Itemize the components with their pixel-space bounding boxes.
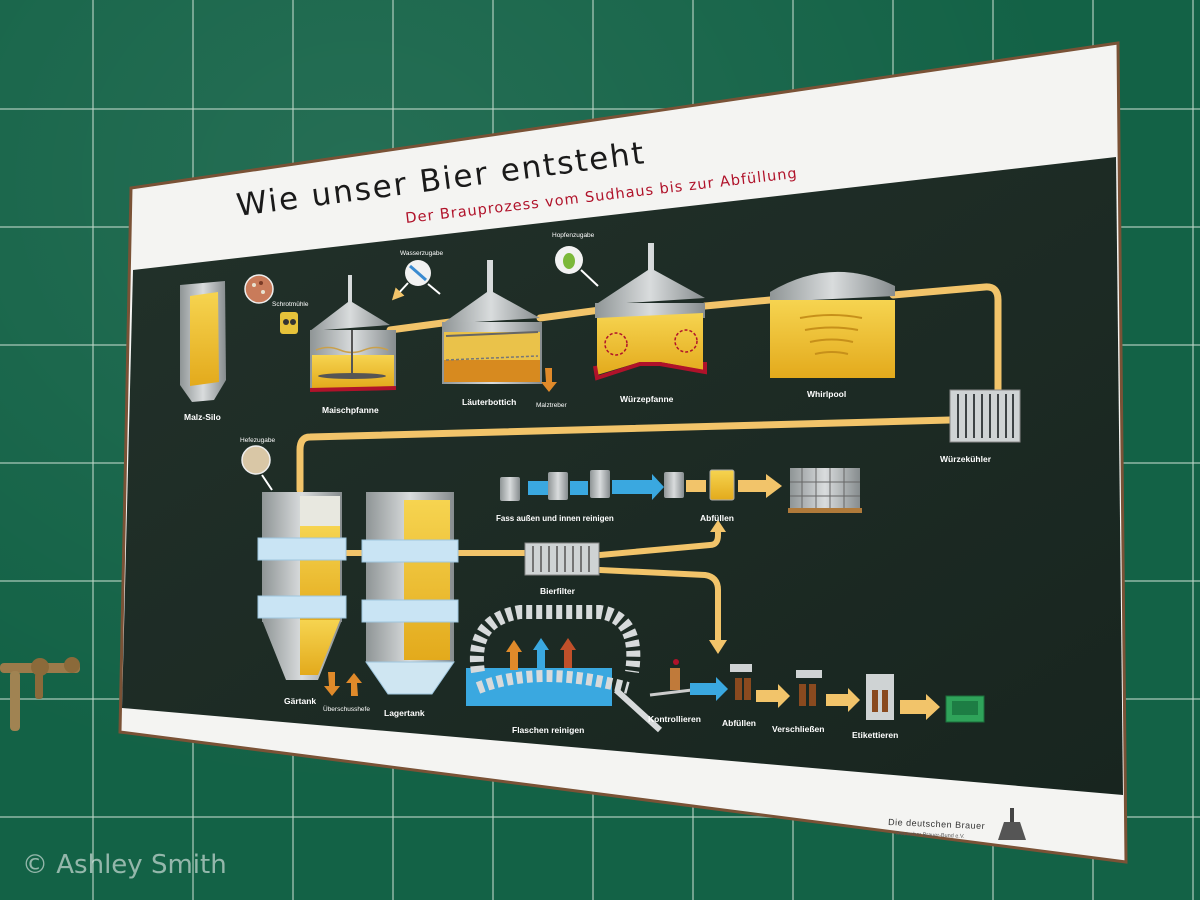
publisher-subname: Deutscher Brauer-Bund e.V. bbox=[896, 831, 965, 840]
label-wasserzugabe: Wasserzugabe bbox=[400, 250, 443, 257]
label-malz-silo: Malz-Silo bbox=[184, 412, 221, 422]
lagering-tank bbox=[361, 492, 459, 695]
label-flaschen-reinigen: Flaschen reinigen bbox=[512, 725, 584, 735]
wort-cooler bbox=[949, 389, 1021, 443]
label-schrotmuehle: Schrotmühle bbox=[272, 301, 309, 308]
label-fass-reinigen: Fass außen und innen reinigen bbox=[496, 514, 614, 523]
label-hefezugabe: Hefezugabe bbox=[240, 437, 275, 444]
publisher-name: Die deutschen Brauer bbox=[888, 817, 985, 831]
label-etikettieren: Etikettieren bbox=[852, 730, 898, 740]
flow-arrow-yellow-2 bbox=[826, 688, 860, 712]
label-malztreber: Malztreber bbox=[536, 402, 568, 409]
wall-water-tap bbox=[0, 657, 80, 731]
pipe-network bbox=[296, 283, 1002, 643]
label-gaertank: Gärtank bbox=[284, 696, 316, 706]
keg-pallet bbox=[788, 468, 862, 513]
yeast-icon bbox=[241, 445, 271, 475]
label-wuerzepfanne: Würzepfanne bbox=[620, 394, 674, 404]
label-maischpfanne: Maischpfanne bbox=[322, 405, 379, 415]
brew-kettle-logo bbox=[998, 808, 1026, 840]
label-verschliessen: Verschließen bbox=[772, 724, 824, 734]
bottle-labeler bbox=[866, 674, 894, 720]
bottle-capper bbox=[796, 670, 822, 706]
whirlpool-tank bbox=[770, 271, 895, 378]
bottle-washer bbox=[466, 605, 663, 733]
bottle-filler bbox=[730, 664, 752, 700]
inspection-station bbox=[649, 659, 693, 697]
label-wuerzekuehler: Würzekühler bbox=[940, 454, 992, 464]
spent-grain-arrow bbox=[541, 368, 557, 392]
malt-grain-icon bbox=[244, 274, 274, 304]
keg-cleaning-line bbox=[500, 469, 782, 501]
mash-tun bbox=[309, 275, 397, 392]
label-kontrollieren: Kontrollieren bbox=[648, 714, 701, 724]
label-abfuellen-flasche: Abfüllen bbox=[722, 718, 756, 728]
excess-yeast-arrow-2 bbox=[346, 673, 362, 696]
lauter-tun bbox=[442, 260, 542, 384]
beer-filter bbox=[524, 542, 600, 576]
flow-arrow-yellow bbox=[756, 684, 790, 708]
label-lagertank: Lagertank bbox=[384, 708, 425, 718]
wort-kettle bbox=[593, 243, 707, 381]
label-whirlpool: Whirlpool bbox=[807, 389, 846, 399]
label-ueberschusshefe: Überschusshefe bbox=[323, 705, 370, 713]
flow-arrow-blue bbox=[690, 677, 728, 701]
pipe-arrowhead bbox=[709, 640, 727, 654]
pipe-arrowhead bbox=[710, 520, 726, 532]
photo-credit: © Ashley Smith bbox=[22, 850, 227, 880]
label-hopfenzugabe: Hopfenzugabe bbox=[552, 232, 595, 239]
grain-mill-icon bbox=[280, 312, 298, 334]
label-laeuterbottich: Läuterbottich bbox=[462, 397, 516, 407]
flow-arrow-yellow-3 bbox=[900, 694, 940, 720]
beer-crate bbox=[945, 695, 985, 723]
label-abfuellen-fass: Abfüllen bbox=[700, 513, 734, 523]
excess-yeast-arrow bbox=[324, 672, 340, 696]
malt-silo bbox=[180, 281, 226, 402]
fermentation-tank bbox=[257, 492, 347, 680]
label-bierfilter: Bierfilter bbox=[540, 586, 576, 596]
